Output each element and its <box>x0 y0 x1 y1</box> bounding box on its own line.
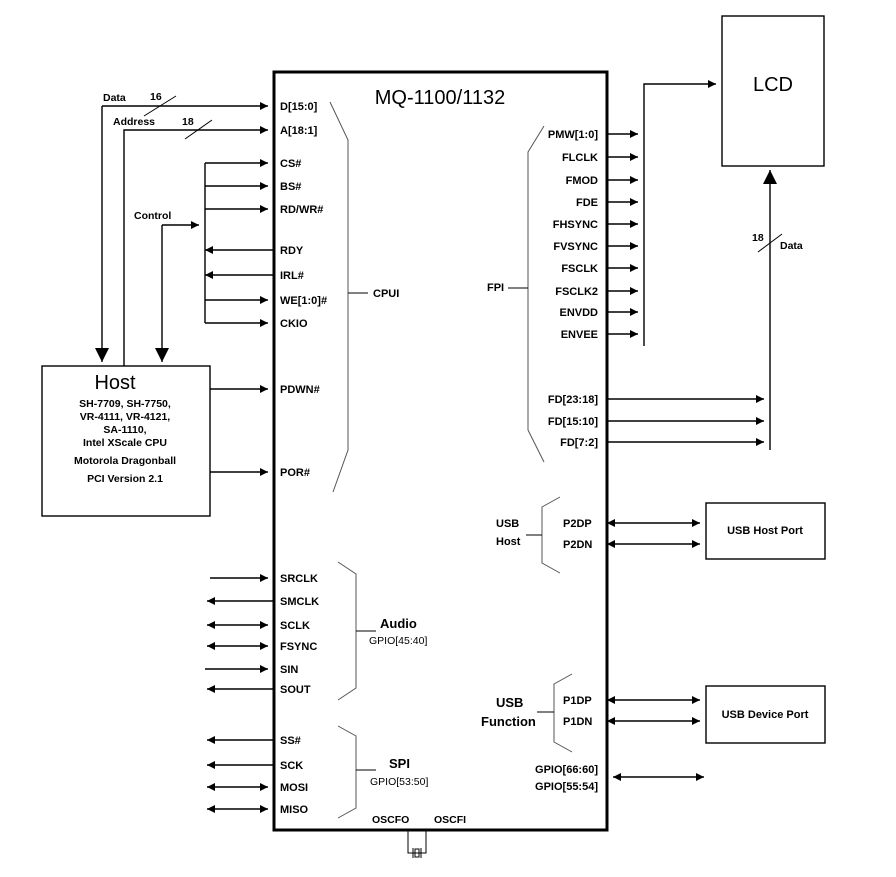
lcd-title: LCD <box>753 74 793 96</box>
host-box <box>41 365 211 517</box>
usb-host-group-label: USB <box>496 518 519 530</box>
pin-label: FHSYNC <box>553 219 598 231</box>
control-bus: Control <box>134 159 274 362</box>
address-bus: Address 18 <box>113 116 268 366</box>
pin-label: A[18:1] <box>280 125 318 137</box>
chip-body <box>272 70 609 832</box>
crystal-icon <box>407 830 427 858</box>
host-cpu-list: SH-7709, SH-7750, VR-4111, VR-4121, SA-1… <box>74 398 176 485</box>
usb-device-port-label: USB Device Port <box>722 709 809 721</box>
usb-function-group-label: Function <box>481 714 536 729</box>
power-reset-lines <box>210 385 268 476</box>
host-line: SH-7709, SH-7750, <box>79 398 171 410</box>
pin-label: RD/WR# <box>280 204 323 216</box>
fpi-group-label: FPI <box>487 282 504 294</box>
pin-label: BS# <box>280 181 301 193</box>
fd-pins: FD[23:18] FD[15:10] FD[7:2] <box>548 394 598 449</box>
spi-gpio-label: GPIO[53:50] <box>370 776 428 788</box>
data-bus: Data 16 <box>95 91 268 362</box>
host-line: SA-1110, <box>103 424 146 436</box>
pin-label: FSCLK2 <box>555 286 598 298</box>
host-title: Host <box>94 372 136 394</box>
pin-label: RDY <box>280 245 304 257</box>
host-line: Motorola Dragonball <box>74 455 176 467</box>
pin-label: SCLK <box>280 620 310 632</box>
pin-label: SMCLK <box>280 596 319 608</box>
pin-label: FD[7:2] <box>560 437 598 449</box>
host-line: PCI Version 2.1 <box>87 473 163 485</box>
usb-host-port-box <box>705 502 826 560</box>
usb-host-port-label: USB Host Port <box>727 525 803 537</box>
host-line: VR-4111, VR-4121, <box>80 411 171 423</box>
pin-label: CKIO <box>280 318 308 330</box>
usb-function-group-label: USB <box>496 695 523 710</box>
address-bus-width: 18 <box>182 116 194 128</box>
usb-function-brace <box>553 673 573 753</box>
pin-label: FSYNC <box>280 641 317 653</box>
spi-group-label: SPI <box>389 756 410 771</box>
pin-label: FD[23:18] <box>548 394 598 406</box>
cpui-brace <box>329 101 349 493</box>
pin-label: D[15:0] <box>280 101 318 113</box>
host-line: Intel XScale CPU <box>83 437 167 449</box>
audio-gpio-label: GPIO[45:40] <box>369 635 427 647</box>
pin-label: GPIO[55:54] <box>535 781 598 793</box>
pin-label: OSCFO <box>372 814 409 826</box>
lcd-box <box>721 15 825 167</box>
pin-label: FVSYNC <box>553 241 598 253</box>
pin-label: PDWN# <box>280 384 320 396</box>
pin-label: FSCLK <box>561 263 598 275</box>
fpi-brace <box>527 125 545 463</box>
pin-label: P2DP <box>563 518 592 530</box>
pin-label: OSCFI <box>434 814 466 826</box>
pin-label: FLCLK <box>562 152 598 164</box>
pin-label: POR# <box>280 467 310 479</box>
usb-host-lines <box>607 519 700 548</box>
pin-label: P1DP <box>563 695 592 707</box>
pin-label: PMW[1:0] <box>548 129 598 141</box>
spi-pins: SS# SCK MOSI MISO <box>280 735 309 816</box>
pin-label: P1DN <box>563 716 592 728</box>
pin-label: WE[1:0]# <box>280 295 327 307</box>
data-bus-label: Data <box>103 92 126 104</box>
fpi-signals <box>607 80 716 346</box>
pin-label: SS# <box>280 735 301 747</box>
pin-label: ENVDD <box>559 307 598 319</box>
pin-label: IRL# <box>280 270 304 282</box>
control-bus-label: Control <box>134 210 171 222</box>
lcd-data-label: Data <box>780 240 803 252</box>
lcd-data-width: 18 <box>752 232 764 244</box>
usb-host-group-label: Host <box>496 536 521 548</box>
address-bus-label: Address <box>113 116 155 128</box>
pin-label: FDE <box>576 197 598 209</box>
fpi-pins: PMW[1:0] FLCLK FMOD FDE FHSYNC FVSYNC FS… <box>548 129 598 341</box>
spi-signals <box>207 736 274 813</box>
pin-label: MISO <box>280 804 309 816</box>
cpui-group-label: CPUI <box>373 288 399 300</box>
usb-device-port-box <box>705 685 826 744</box>
pin-label: P2DN <box>563 539 592 551</box>
pin-label: ENVEE <box>561 329 598 341</box>
usb-function-lines <box>607 696 700 725</box>
pin-label: FMOD <box>566 175 598 187</box>
audio-signals <box>205 574 274 693</box>
pin-label: FD[15:10] <box>548 416 598 428</box>
spi-brace <box>337 725 357 819</box>
pin-label: CS# <box>280 158 301 170</box>
pin-label: GPIO[66:60] <box>535 764 598 776</box>
pin-label: SOUT <box>280 684 311 696</box>
chip-title: MQ-1100/1132 <box>375 87 505 109</box>
pin-label: SCK <box>280 760 303 772</box>
pin-label: SIN <box>280 664 298 676</box>
audio-group-label: Audio <box>380 616 417 631</box>
pin-label: MOSI <box>280 782 308 794</box>
pin-label: SRCLK <box>280 573 318 585</box>
cpu-pins: D[15:0] A[18:1] CS# BS# RD/WR# RDY IRL# … <box>280 101 327 479</box>
fd-bus: 18 Data <box>607 170 803 450</box>
data-bus-width: 16 <box>150 91 162 103</box>
audio-pins: SRCLK SMCLK SCLK FSYNC SIN SOUT <box>280 573 319 696</box>
